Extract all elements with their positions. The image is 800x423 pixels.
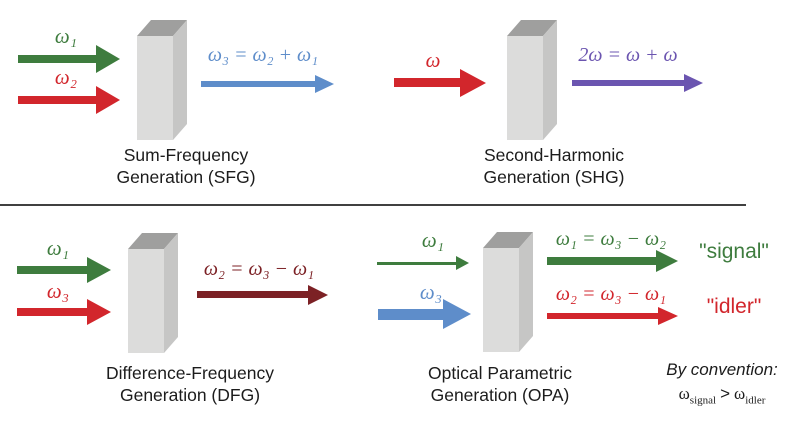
arrow-head (96, 86, 120, 114)
section-divider (0, 204, 746, 206)
omega-signal-term: ωsignal (678, 384, 717, 407)
sfg-omega2-label: ω₂ (54, 65, 78, 89)
arrow-head (456, 256, 469, 270)
arrow-shaft (377, 261, 456, 265)
arrow-shaft (17, 307, 87, 316)
arrow-head (658, 307, 678, 325)
crystal-top-face (128, 233, 178, 249)
arrow-shaft (18, 96, 96, 104)
convention-equation: ωsignal>ωidler (679, 384, 766, 406)
opa-omega1-in-arrow (377, 256, 469, 270)
arrow-head (443, 299, 471, 329)
sfg-omega1-label: ω₁ (54, 24, 78, 48)
opa-signal-arrow (547, 250, 678, 272)
arrow-head (460, 68, 486, 97)
dfg-omega3-arrow (17, 298, 111, 325)
arrow-shaft (378, 308, 443, 320)
dfg-output-label: ω₂ = ω₃ − ω₁ (203, 258, 315, 280)
crystal-front-face (507, 36, 543, 140)
opa-crystal-icon (483, 232, 533, 352)
opa-omega3-in-arrow (378, 299, 471, 329)
sfg-omega2-arrow (18, 86, 120, 114)
crystal-side-face (164, 233, 178, 353)
dfg-crystal-icon (128, 233, 178, 353)
sfg-crystal-icon (137, 20, 187, 140)
shg-title: Second-Harmonic Generation (SHG) (483, 145, 625, 187)
arrow-head (87, 256, 111, 283)
crystal-front-face (483, 248, 519, 352)
idler-text: "idler" (706, 295, 762, 318)
greater-than-sign: > (720, 384, 731, 403)
shg-omega-label: ω (425, 48, 441, 72)
dfg-title: Difference-Frequency Generation (DFG) (106, 363, 274, 405)
arrow-head (87, 298, 111, 325)
dfg-omega3-label: ω₃ (46, 279, 70, 303)
crystal-front-face (137, 36, 173, 140)
dfg-omega1-arrow (17, 256, 111, 283)
arrow-shaft (17, 265, 87, 274)
crystal-top-face (507, 20, 557, 36)
opa-signal-eq-label: ω₁ = ω₃ − ω₂ (555, 228, 667, 250)
convention-heading: By convention: (666, 360, 778, 379)
shg-output-arrow (572, 74, 703, 92)
sfg-output-arrow (201, 75, 334, 93)
arrow-shaft (201, 81, 315, 87)
sfg-output-label: ω₃ = ω₂ + ω₁ (207, 44, 319, 66)
arrow-head (684, 74, 703, 92)
sfg-title: Sum-Frequency Generation (SFG) (116, 145, 256, 187)
omega-idler-term: ωidler (734, 384, 766, 407)
dfg-omega1-label: ω₁ (46, 236, 70, 260)
arrow-head (656, 250, 678, 272)
crystal-side-face (519, 232, 533, 352)
arrow-shaft (547, 313, 658, 319)
arrow-shaft (394, 78, 460, 87)
opa-title: Optical Parametric Generation (OPA) (428, 363, 572, 405)
arrow-head (96, 45, 120, 73)
shg-input-arrow (394, 68, 486, 97)
opa-omega1-in-label: ω₁ (421, 228, 445, 252)
dfg-output-arrow (197, 284, 328, 305)
arrow-shaft (18, 55, 96, 63)
crystal-side-face (173, 20, 187, 140)
opa-idler-arrow (547, 307, 678, 325)
crystal-front-face (128, 249, 164, 353)
shg-crystal-icon (507, 20, 557, 140)
arrow-head (315, 75, 334, 93)
signal-text: "signal" (699, 240, 769, 263)
arrow-head (308, 284, 328, 305)
opa-idler-eq-label: ω₂ = ω₃ − ω₁ (555, 283, 667, 305)
arrow-shaft (572, 80, 684, 86)
arrow-shaft (197, 291, 308, 298)
sfg-omega1-arrow (18, 45, 120, 73)
shg-output-label: 2ω = ω + ω (578, 44, 678, 66)
crystal-top-face (483, 232, 533, 248)
crystal-top-face (137, 20, 187, 36)
arrow-shaft (547, 257, 656, 265)
opa-omega3-in-label: ω₃ (419, 280, 443, 304)
crystal-side-face (543, 20, 557, 140)
